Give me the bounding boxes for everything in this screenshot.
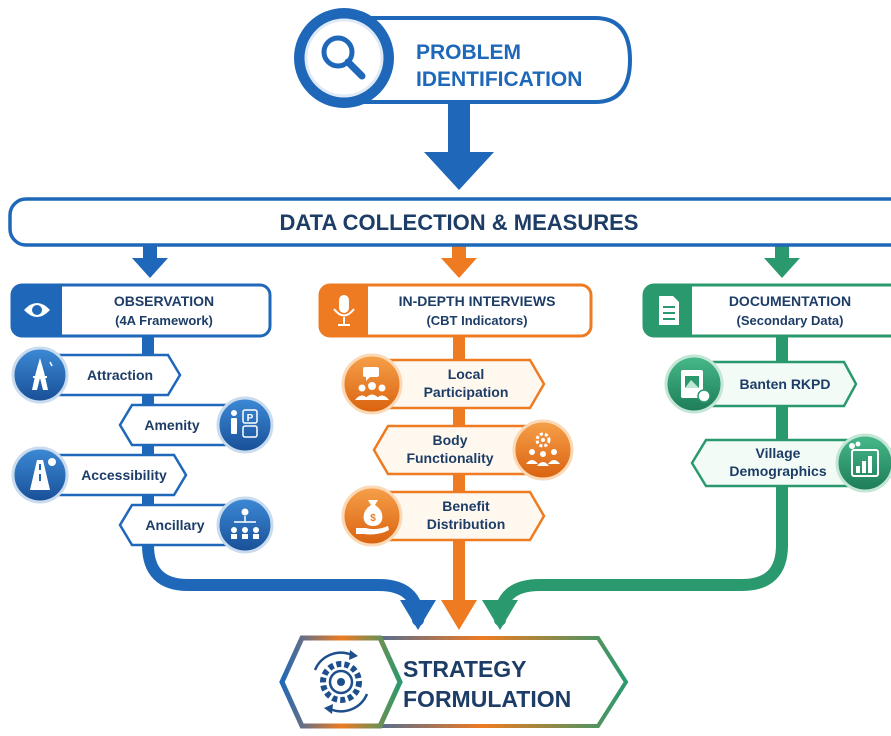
money-bag-hand-icon: $ xyxy=(356,500,389,535)
attraction-item: Attraction xyxy=(11,346,182,404)
team-gear-icon xyxy=(526,432,560,466)
group-chat-icon xyxy=(355,367,389,400)
data-collection-title: DATA COLLECTION & MEASURES xyxy=(280,210,639,235)
benefit-distribution-item: $ Benefit Distribution xyxy=(341,485,546,547)
observation-header: OBSERVATION (4A Framework) xyxy=(10,283,272,338)
svg-text:P: P xyxy=(247,413,254,424)
amenity-disc xyxy=(216,396,274,454)
village-demographics-item: Village Demographics xyxy=(690,433,891,493)
observation-arrow-shaft xyxy=(143,245,157,261)
ancillary-disc xyxy=(216,496,274,554)
gear-cycle-icon xyxy=(313,650,369,714)
observation-title: OBSERVATION xyxy=(114,293,214,309)
attraction-label: Attraction xyxy=(87,367,153,383)
amenity-label: Amenity xyxy=(144,417,199,433)
accessibility-item: Accessibility xyxy=(11,446,188,504)
organization-icon xyxy=(231,508,259,539)
eye-icon xyxy=(24,303,50,317)
village-demographics-line2: Demographics xyxy=(729,463,826,479)
problem-title-line1: PROBLEM xyxy=(416,41,521,64)
interviews-column: IN-DEPTH INTERVIEWS (CBT Indicators) Loc… xyxy=(318,283,593,547)
eiffel-tower-icon xyxy=(32,358,53,390)
benefit-distribution-line1: Benefit xyxy=(442,498,490,514)
local-participation-line2: Participation xyxy=(424,384,509,400)
amenity-item: P Amenity xyxy=(118,396,274,454)
interviews-title: IN-DEPTH INTERVIEWS xyxy=(399,293,556,309)
ancillary-item: Ancillary xyxy=(118,496,274,554)
data-collection-bar xyxy=(8,197,891,247)
body-functionality-line2: Functionality xyxy=(406,450,493,466)
problem-identification-box xyxy=(348,16,633,104)
top-arrow-shaft xyxy=(448,102,470,160)
observation-column: OBSERVATION (4A Framework) Attraction P xyxy=(10,283,274,554)
interviews-arrow-shaft xyxy=(452,245,466,261)
document-icon xyxy=(659,296,679,325)
image-document-icon xyxy=(681,370,711,403)
banten-rkpd-item: Banten RKPD xyxy=(664,354,858,414)
road-location-icon xyxy=(30,458,56,490)
strategy-formulation-node: STRATEGY FORMULATION xyxy=(279,635,629,729)
magnifier-icon xyxy=(321,35,366,80)
ancillary-label: Ancillary xyxy=(145,517,204,533)
interviews-header: IN-DEPTH INTERVIEWS (CBT Indicators) xyxy=(318,283,593,338)
interviews-arrow-head xyxy=(441,258,477,278)
documentation-arrow-head xyxy=(764,258,800,278)
interviews-subtitle: (CBT Indicators) xyxy=(426,313,527,328)
benefit-distribution-line2: Distribution xyxy=(427,516,506,532)
svg-text:$: $ xyxy=(370,513,376,524)
interviews-flow-arrowhead xyxy=(441,600,477,630)
restroom-parking-icon: P xyxy=(231,409,258,438)
microphone-icon xyxy=(333,295,355,326)
documentation-arrow-shaft xyxy=(775,245,789,261)
documentation-header: DOCUMENTATION (Secondary Data) xyxy=(642,283,891,338)
data-collection-node: DATA COLLECTION & MEASURES xyxy=(8,197,891,247)
observation-arrow-head xyxy=(132,258,168,278)
body-functionality-disc xyxy=(512,419,574,481)
documentation-flow-arrowhead xyxy=(482,600,518,630)
local-participation-item: Local Participation xyxy=(341,353,546,415)
observation-subtitle: (4A Framework) xyxy=(115,313,213,328)
documentation-subtitle: (Secondary Data) xyxy=(737,313,844,328)
body-functionality-item: Body Functionality xyxy=(372,419,574,481)
strategy-title-line2: FORMULATION xyxy=(403,686,571,712)
documentation-title: DOCUMENTATION xyxy=(729,293,851,309)
bar-chart-people-icon xyxy=(849,441,879,477)
strategy-title-line1: STRATEGY xyxy=(403,656,527,682)
observation-flow-arrowhead xyxy=(400,600,436,630)
documentation-column: DOCUMENTATION (Secondary Data) Banten RK… xyxy=(642,283,891,493)
problem-title-line2: IDENTIFICATION xyxy=(416,68,582,91)
local-participation-line1: Local xyxy=(448,366,485,382)
top-arrow-head xyxy=(424,152,494,190)
problem-identification-node: PROBLEM IDENTIFICATION xyxy=(294,8,633,108)
banten-rkpd-label: Banten RKPD xyxy=(739,376,830,392)
village-demographics-line1: Village xyxy=(756,445,801,461)
body-functionality-line1: Body xyxy=(433,432,468,448)
accessibility-label: Accessibility xyxy=(81,467,167,483)
